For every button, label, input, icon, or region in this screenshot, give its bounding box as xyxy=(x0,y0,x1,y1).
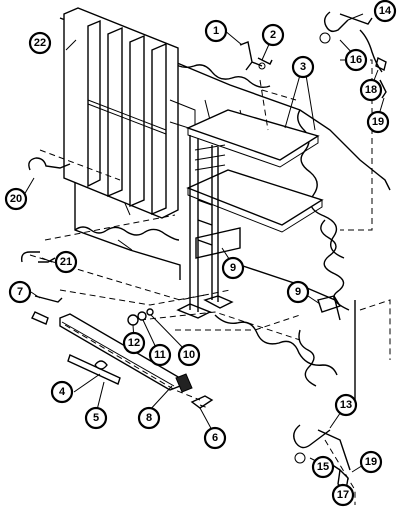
svg-text:11: 11 xyxy=(154,349,166,361)
callout-19-lower: 19 xyxy=(359,450,383,474)
callout-17: 17 xyxy=(331,483,355,507)
callout-19-upper: 19 xyxy=(366,110,390,134)
callout-13: 13 xyxy=(334,393,358,417)
svg-text:4: 4 xyxy=(59,386,66,398)
svg-text:13: 13 xyxy=(340,399,352,411)
svg-text:1: 1 xyxy=(213,25,219,37)
callout-3: 3 xyxy=(291,55,315,79)
svg-text:21: 21 xyxy=(60,256,72,268)
svg-text:7: 7 xyxy=(17,286,23,298)
svg-text:10: 10 xyxy=(183,349,195,361)
svg-text:20: 20 xyxy=(10,193,22,205)
callout-6: 6 xyxy=(203,426,227,450)
svg-text:9: 9 xyxy=(230,262,236,274)
callout-12: 12 xyxy=(122,331,146,355)
hardware-parts xyxy=(20,11,387,492)
svg-text:19: 19 xyxy=(365,456,377,468)
lower-panel xyxy=(214,219,391,400)
callout-14: 14 xyxy=(373,0,397,23)
louver-assembly xyxy=(63,7,196,219)
callout-11: 11 xyxy=(148,343,172,367)
svg-text:17: 17 xyxy=(337,489,349,501)
svg-text:18: 18 xyxy=(365,84,377,96)
svg-text:6: 6 xyxy=(212,432,218,444)
callout-1: 1 xyxy=(204,19,228,43)
callout-22: 22 xyxy=(28,31,52,55)
svg-text:14: 14 xyxy=(379,5,392,17)
svg-text:9: 9 xyxy=(295,286,301,298)
svg-text:22: 22 xyxy=(34,37,46,49)
svg-text:3: 3 xyxy=(300,61,306,73)
svg-text:8: 8 xyxy=(146,412,152,424)
callout-9-right: 9 xyxy=(286,280,310,304)
callout-4: 4 xyxy=(50,380,74,404)
callout-10: 10 xyxy=(177,343,201,367)
svg-text:12: 12 xyxy=(128,337,140,349)
svg-text:2: 2 xyxy=(270,29,276,41)
callout-7: 7 xyxy=(8,280,32,304)
svg-text:5: 5 xyxy=(93,412,99,424)
bottom-rail xyxy=(59,313,193,393)
callout-20: 20 xyxy=(4,187,28,211)
shelf-frame xyxy=(176,109,324,319)
callout-leaders xyxy=(23,13,385,493)
svg-text:16: 16 xyxy=(350,54,362,66)
callout-2: 2 xyxy=(261,23,285,47)
callout-15: 15 xyxy=(311,455,335,479)
svg-text:15: 15 xyxy=(317,461,329,473)
callout-5: 5 xyxy=(84,406,108,430)
callout-16: 16 xyxy=(344,48,368,72)
callout-21: 21 xyxy=(54,250,78,274)
callout-9-upper: 9 xyxy=(221,256,245,280)
svg-text:19: 19 xyxy=(372,116,384,128)
callout-8: 8 xyxy=(137,406,161,430)
callout-18: 18 xyxy=(359,78,383,102)
